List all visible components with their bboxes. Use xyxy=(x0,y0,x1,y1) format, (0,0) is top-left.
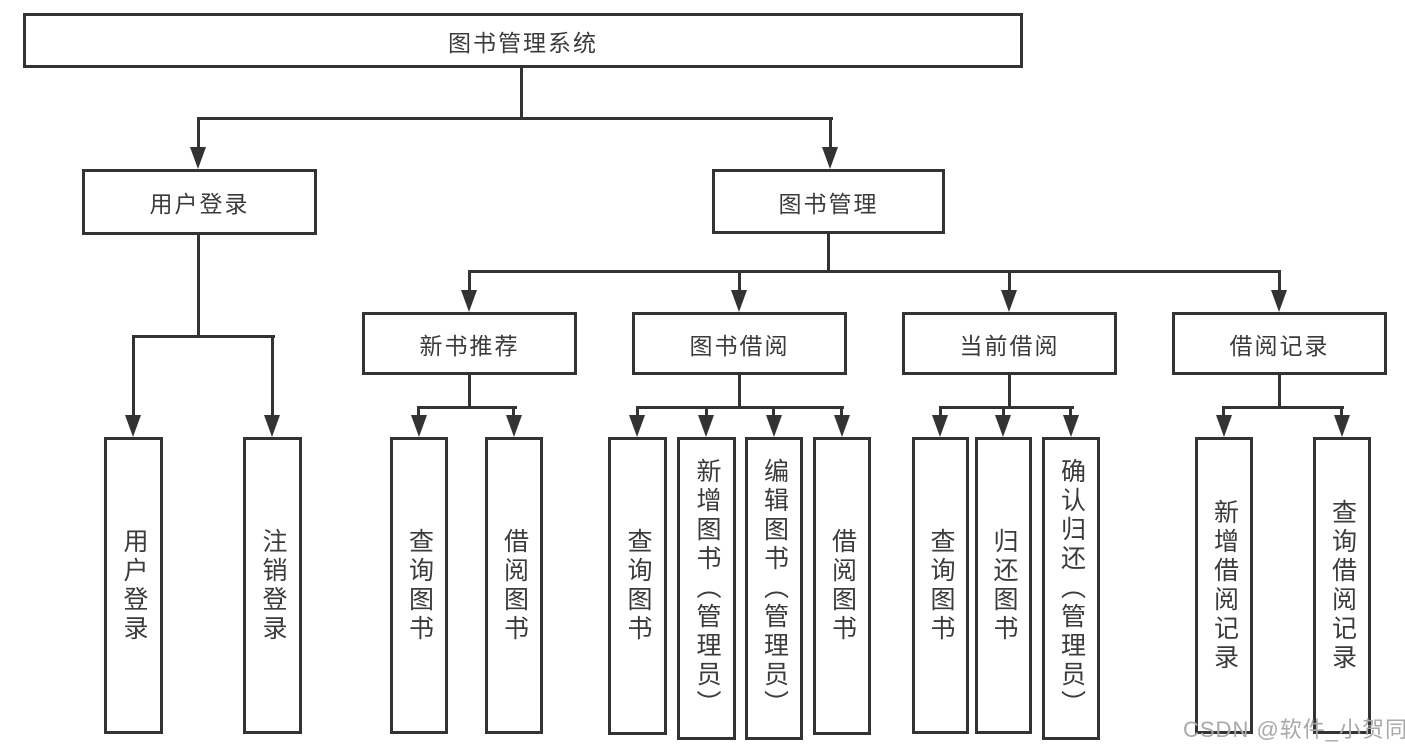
node-book-management-label: 图书管理 xyxy=(778,190,879,217)
arrow-down-icon xyxy=(125,415,141,437)
arrow-down-icon xyxy=(1063,415,1079,437)
node-new-book-recommend: 新书推荐 xyxy=(362,312,577,375)
leaf-borrow-query-books: 查询图书 xyxy=(608,437,667,735)
connector-book-mgmt-drop xyxy=(827,233,830,272)
connector-level2-rail xyxy=(197,117,833,120)
connector-user-login-rail xyxy=(132,335,275,338)
leaf-logout-label: 注销登录 xyxy=(259,527,287,644)
arrow-down-icon xyxy=(264,415,280,437)
leaf-add-books-admin-label: 新增图书（管理员） xyxy=(693,458,721,719)
connector-leaf-stem xyxy=(772,408,775,415)
leaf-logout: 注销登录 xyxy=(243,437,302,734)
connector-leaf-stem xyxy=(132,337,135,415)
connector-current-rail xyxy=(939,406,1074,409)
node-borrow-records-label: 借阅记录 xyxy=(1229,332,1330,359)
connector-user-login-drop xyxy=(197,234,200,337)
connector-level3-stem xyxy=(1008,272,1011,290)
leaf-edit-books-admin-label: 编辑图书（管理员） xyxy=(760,458,789,719)
node-book-management: 图书管理 xyxy=(712,169,945,234)
leaf-query-borrow-record-label: 查询借阅记录 xyxy=(1328,498,1357,673)
connector-leaf-stem xyxy=(705,408,708,415)
leaf-current-query-books-label: 查询图书 xyxy=(927,527,955,644)
node-book-borrow: 图书借阅 xyxy=(632,312,847,375)
node-borrow-records: 借阅记录 xyxy=(1172,312,1387,375)
leaf-return-books: 归还图书 xyxy=(975,437,1032,734)
arrow-down-icon xyxy=(629,415,645,437)
connector-records-rail xyxy=(1222,406,1344,409)
arrow-down-icon xyxy=(766,415,782,437)
arrow-down-icon xyxy=(822,147,838,169)
node-current-borrow-label: 当前借阅 xyxy=(959,332,1060,359)
connector-leaf-stem xyxy=(840,408,843,415)
leaf-user-login-label: 用户登录 xyxy=(120,527,148,644)
arrow-down-icon xyxy=(731,290,747,312)
connector-level3-stem xyxy=(1278,272,1281,290)
leaf-confirm-return-admin-label: 确认归还（管理员） xyxy=(1057,458,1086,719)
arrow-down-icon xyxy=(506,415,522,437)
connector-borrow-drop xyxy=(738,375,741,408)
connector-root-drop xyxy=(520,67,523,118)
node-user-login: 用户登录 xyxy=(82,169,317,235)
node-root-label: 图书管理系统 xyxy=(448,29,598,56)
connector-recommend-drop xyxy=(468,375,471,408)
arrow-down-icon xyxy=(932,415,948,437)
connector-level3-stem xyxy=(468,272,471,290)
connector-leaf-stem xyxy=(271,337,274,415)
leaf-recommend-query-books-label: 查询图书 xyxy=(405,527,434,644)
leaf-query-borrow-record: 查询借阅记录 xyxy=(1313,437,1371,734)
node-new-book-recommend-label: 新书推荐 xyxy=(419,332,520,359)
connector-leaf-stem xyxy=(1340,408,1343,415)
leaf-borrow-query-books-label: 查询图书 xyxy=(624,528,652,644)
arrow-down-icon xyxy=(461,290,477,312)
node-user-login-label: 用户登录 xyxy=(149,191,250,217)
arrow-down-icon xyxy=(1216,415,1232,437)
connector-book-mgmt-stem xyxy=(829,119,832,148)
leaf-recommend-borrow-books: 借阅图书 xyxy=(485,437,543,734)
connector-level3-stem xyxy=(738,272,741,290)
leaf-recommend-borrow-books-label: 借阅图书 xyxy=(500,527,529,644)
arrow-down-icon xyxy=(1334,415,1350,437)
arrow-down-icon xyxy=(698,415,714,437)
connector-user-login-stem xyxy=(197,119,200,148)
arrow-down-icon xyxy=(1001,290,1017,312)
arrow-down-icon xyxy=(995,415,1011,437)
connector-leaf-stem xyxy=(939,408,942,415)
connector-leaf-stem xyxy=(417,408,420,415)
leaf-add-borrow-record-label: 新增借阅记录 xyxy=(1210,498,1239,673)
connector-leaf-stem xyxy=(512,408,515,415)
connector-leaf-stem xyxy=(636,408,639,415)
connector-records-drop xyxy=(1278,375,1281,408)
leaf-borrow-books: 借阅图书 xyxy=(813,437,871,735)
leaf-confirm-return-admin: 确认归还（管理员） xyxy=(1042,437,1100,740)
csdn-watermark: CSDN @软件_小贺同学 xyxy=(1183,717,1405,742)
connector-current-drop xyxy=(1008,375,1011,408)
leaf-add-books-admin: 新增图书（管理员） xyxy=(677,437,736,740)
arrow-down-icon xyxy=(411,415,427,437)
leaf-add-borrow-record: 新增借阅记录 xyxy=(1195,437,1253,734)
connector-leaf-stem xyxy=(1222,408,1225,415)
connector-leaf-stem xyxy=(1069,408,1072,415)
connector-borrow-rail xyxy=(636,406,844,409)
leaf-return-books-label: 归还图书 xyxy=(990,527,1018,644)
arrow-down-icon xyxy=(834,415,850,437)
leaf-user-login: 用户登录 xyxy=(104,437,163,734)
leaf-recommend-query-books: 查询图书 xyxy=(390,437,448,734)
leaf-current-query-books: 查询图书 xyxy=(912,437,969,734)
connector-recommend-rail xyxy=(417,406,517,409)
arrow-down-icon xyxy=(190,147,206,169)
node-book-borrow-label: 图书借阅 xyxy=(689,332,790,359)
arrow-down-icon xyxy=(1271,290,1287,312)
connector-leaf-stem xyxy=(1002,408,1005,415)
leaf-edit-books-admin: 编辑图书（管理员） xyxy=(745,437,803,740)
node-root-library-system: 图书管理系统 xyxy=(23,13,1023,68)
node-current-borrow: 当前借阅 xyxy=(902,312,1117,375)
leaf-borrow-books-label: 借阅图书 xyxy=(828,528,857,644)
connector-level3-rail xyxy=(468,270,1281,273)
